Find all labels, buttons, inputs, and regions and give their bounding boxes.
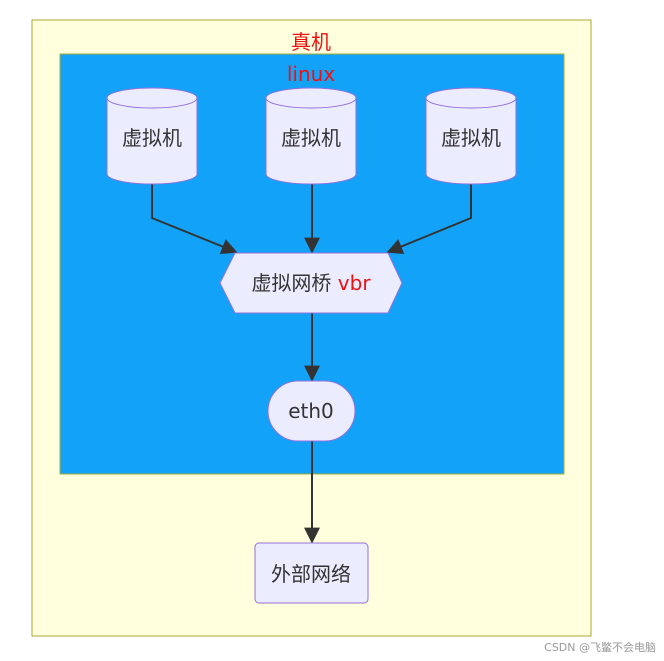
vm-node-3: 虚拟机 — [425, 87, 517, 185]
linux-label: linux — [287, 62, 335, 86]
edge-vm1-to-bridge — [151, 184, 238, 255]
external-network-node: 外部网络 — [254, 542, 369, 604]
bridge-label-main: 虚拟网桥 — [251, 271, 337, 295]
vm-label-1: 虚拟机 — [122, 126, 182, 150]
vm-label-3: 虚拟机 — [441, 126, 501, 150]
eth0-node: eth0 — [267, 380, 356, 442]
vm-node-2: 虚拟机 — [265, 87, 357, 185]
external-network-label: 外部网络 — [271, 562, 351, 586]
vm-label-2: 虚拟机 — [281, 126, 341, 150]
bridge-label-highlight: vbr — [338, 271, 372, 295]
host-machine-label: 真机 — [291, 30, 331, 54]
csdn-watermark: CSDN @飞鳖不会电脑 — [544, 641, 656, 654]
bridge-node: 虚拟网桥 vbr — [219, 252, 403, 314]
vm-node-1: 虚拟机 — [106, 87, 198, 185]
eth0-label: eth0 — [288, 399, 334, 423]
bridge-label: 虚拟网桥 vbr — [251, 271, 371, 295]
edges — [151, 184, 472, 544]
edge-vm3-to-bridge — [386, 184, 472, 254]
